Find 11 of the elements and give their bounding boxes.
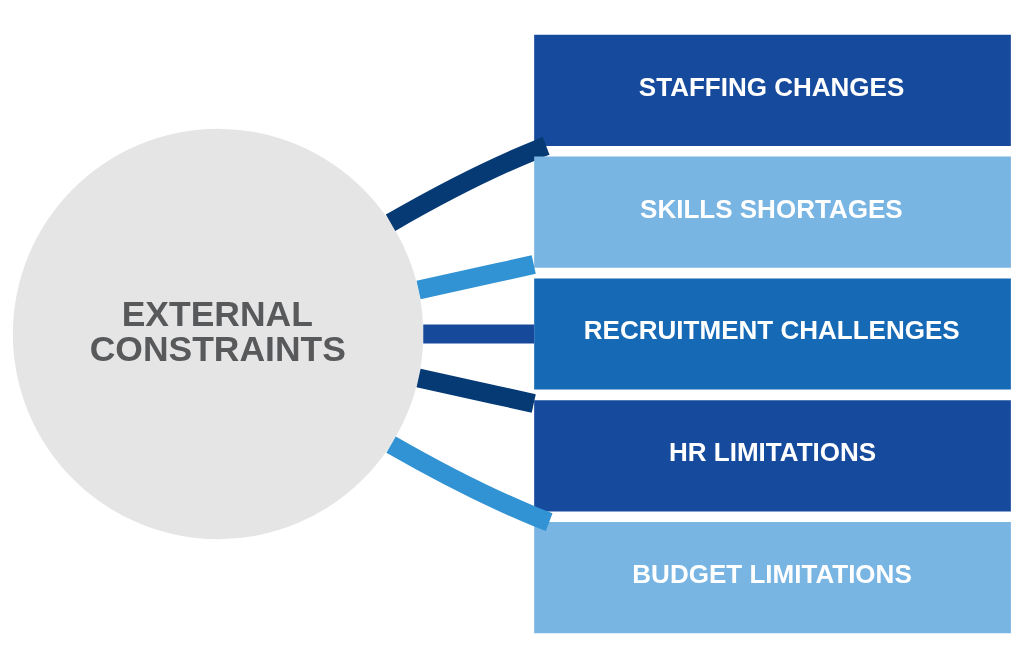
connector <box>386 435 553 531</box>
connector <box>423 324 535 343</box>
node-box: STAFFING CHANGES <box>534 34 1011 146</box>
connector <box>416 254 536 299</box>
node-box: BUDGET LIMITATIONS <box>534 521 1011 633</box>
node-box: RECRUITMENT CHALLENGES <box>534 277 1011 390</box>
connector <box>385 136 550 231</box>
node-box: HR LIMITATIONS <box>534 399 1011 511</box>
node-circle: EXTERNAL CONSTRAINTS <box>12 128 424 539</box>
node-box: SKILLS SHORTAGES <box>534 156 1011 268</box>
connector <box>416 368 536 413</box>
